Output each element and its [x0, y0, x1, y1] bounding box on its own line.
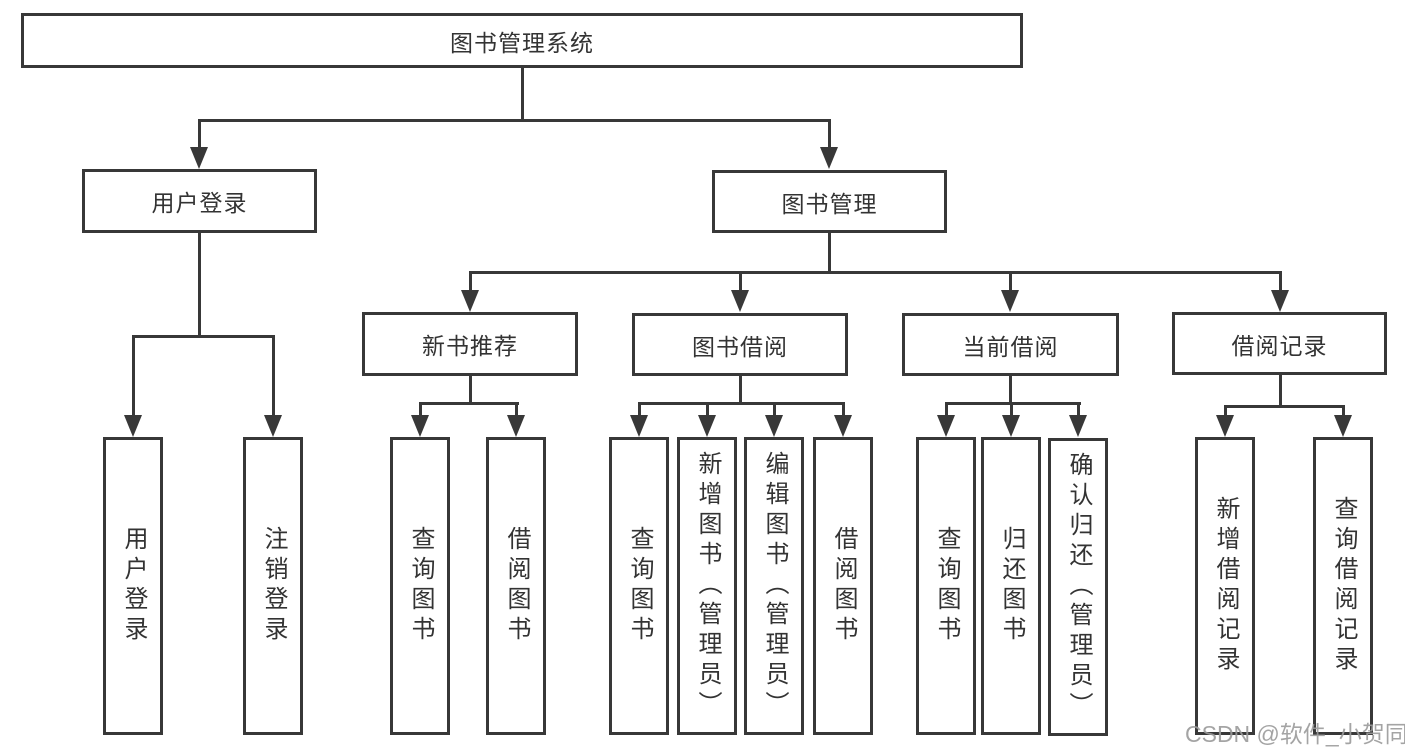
connector-drop-bb1	[638, 402, 641, 417]
leaf-cb-query-books: 查询图书	[916, 437, 976, 735]
leaf-nb-query-books: 查询图书	[390, 437, 450, 735]
arrowhead-cb2	[1002, 415, 1020, 437]
leaf-bb-query-books-label: 查询图书	[626, 526, 653, 646]
arrowhead-borrow-record	[1271, 290, 1289, 312]
node-new-book-recommend: 新书推荐	[362, 312, 578, 376]
connector-drop-br1	[1224, 405, 1227, 417]
node-new-book-recommend-label: 新书推荐	[422, 333, 518, 359]
leaf-bb-edit-book-admin-label: 编辑图书（管理员）	[761, 451, 788, 721]
leaf-bb-add-book-admin-label: 新增图书（管理员）	[694, 451, 721, 721]
connector-user-login-hline	[132, 335, 275, 338]
leaf-cb-confirm-return-admin: 确认归还（管理员）	[1048, 438, 1108, 736]
connector-drop-bb2	[706, 402, 709, 417]
connector-new-book-hline	[419, 402, 519, 405]
connector-drop-borrow-record	[1279, 271, 1282, 292]
connector-book-borrow-stem	[739, 376, 742, 405]
node-book-management: 图书管理	[712, 170, 947, 233]
node-root: 图书管理系统	[21, 13, 1023, 68]
connector-drop-br2	[1342, 405, 1345, 417]
leaf-cb-query-books-label: 查询图书	[933, 526, 960, 646]
connector-book-borrow-hline	[638, 402, 845, 405]
arrowhead-current-borrow	[1001, 290, 1019, 312]
connector-borrow-record-stem	[1279, 375, 1282, 408]
connector-current-borrow-stem	[1009, 376, 1012, 405]
connector-drop-cb1	[945, 402, 948, 417]
arrowhead-bb1	[630, 415, 648, 437]
arrowhead-bb2	[698, 415, 716, 437]
connector-drop-leaf-login	[132, 335, 135, 416]
connector-drop-nb1	[419, 402, 422, 417]
connector-drop-cb2	[1010, 402, 1013, 417]
connector-book-management-stem	[828, 233, 831, 274]
leaf-nb-query-books-label: 查询图书	[407, 526, 434, 646]
node-root-label: 图书管理系统	[450, 29, 594, 56]
arrowhead-nb2	[507, 415, 525, 437]
leaf-bb-query-books: 查询图书	[609, 437, 669, 735]
leaf-user-login: 用户登录	[103, 437, 163, 735]
arrowhead-leaf-login	[124, 415, 142, 437]
connector-drop-leaf-logout	[272, 335, 275, 416]
connector-level2-hline	[198, 119, 831, 122]
arrowhead-bb3	[765, 415, 783, 437]
node-borrow-record: 借阅记录	[1172, 312, 1387, 375]
connector-new-book-stem	[469, 376, 472, 405]
node-book-borrow-label: 图书借阅	[692, 333, 788, 360]
connector-drop-user-login	[198, 119, 201, 148]
leaf-br-add-record: 新增借阅记录	[1195, 437, 1255, 735]
arrowhead-book-management	[820, 147, 838, 169]
connector-drop-bb3	[773, 402, 776, 417]
node-current-borrow-label: 当前借阅	[962, 333, 1059, 360]
arrowhead-new-book	[461, 290, 479, 312]
leaf-bb-borrow-books: 借阅图书	[813, 437, 873, 735]
leaf-user-login-label: 用户登录	[120, 526, 147, 646]
leaf-nb-borrow-books-label: 借阅图书	[503, 526, 530, 646]
arrowhead-nb1	[411, 415, 429, 437]
connector-current-borrow-hline	[945, 402, 1081, 405]
connector-borrow-record-hline	[1224, 405, 1345, 408]
leaf-cb-return-books: 归还图书	[981, 437, 1041, 735]
leaf-logout-label: 注销登录	[260, 526, 287, 646]
arrowhead-leaf-logout	[264, 415, 282, 437]
connector-level3-hline	[469, 271, 1282, 274]
leaf-bb-add-book-admin: 新增图书（管理员）	[677, 437, 737, 735]
leaf-br-query-record: 查询借阅记录	[1313, 437, 1373, 735]
csdn-watermark: CSDN @软件_小贺同学	[1185, 721, 1405, 747]
node-borrow-record-label: 借阅记录	[1231, 332, 1328, 359]
connector-drop-cb3	[1077, 402, 1080, 417]
arrowhead-user-login	[190, 147, 208, 169]
leaf-bb-borrow-books-label: 借阅图书	[830, 526, 857, 646]
connector-user-login-stem	[198, 233, 201, 338]
connector-drop-current-borrow	[1009, 271, 1012, 292]
connector-root-stem	[521, 68, 524, 120]
leaf-nb-borrow-books: 借阅图书	[486, 437, 546, 735]
arrowhead-br1	[1216, 415, 1234, 437]
arrowhead-cb1	[937, 415, 955, 437]
connector-drop-new-book	[469, 271, 472, 292]
node-current-borrow: 当前借阅	[902, 313, 1119, 376]
connector-drop-bb4	[842, 402, 845, 417]
connector-drop-nb2	[515, 402, 518, 417]
arrowhead-cb3	[1069, 415, 1087, 437]
leaf-bb-edit-book-admin: 编辑图书（管理员）	[744, 437, 804, 735]
leaf-cb-confirm-return-admin-label: 确认归还（管理员）	[1065, 452, 1092, 722]
arrowhead-book-borrow	[731, 290, 749, 312]
node-book-management-label: 图书管理	[781, 190, 878, 217]
connector-drop-book-management	[828, 119, 831, 148]
node-book-borrow: 图书借阅	[632, 313, 848, 376]
leaf-logout: 注销登录	[243, 437, 303, 735]
leaf-cb-return-books-label: 归还图书	[998, 526, 1025, 646]
connector-drop-book-borrow	[739, 271, 742, 292]
arrowhead-bb4	[834, 415, 852, 437]
leaf-br-add-record-label: 新增借阅记录	[1212, 496, 1239, 676]
arrowhead-br2	[1334, 415, 1352, 437]
leaf-br-query-record-label: 查询借阅记录	[1330, 496, 1357, 676]
node-user-login-label: 用户登录	[151, 190, 248, 216]
node-user-login: 用户登录	[82, 169, 317, 233]
